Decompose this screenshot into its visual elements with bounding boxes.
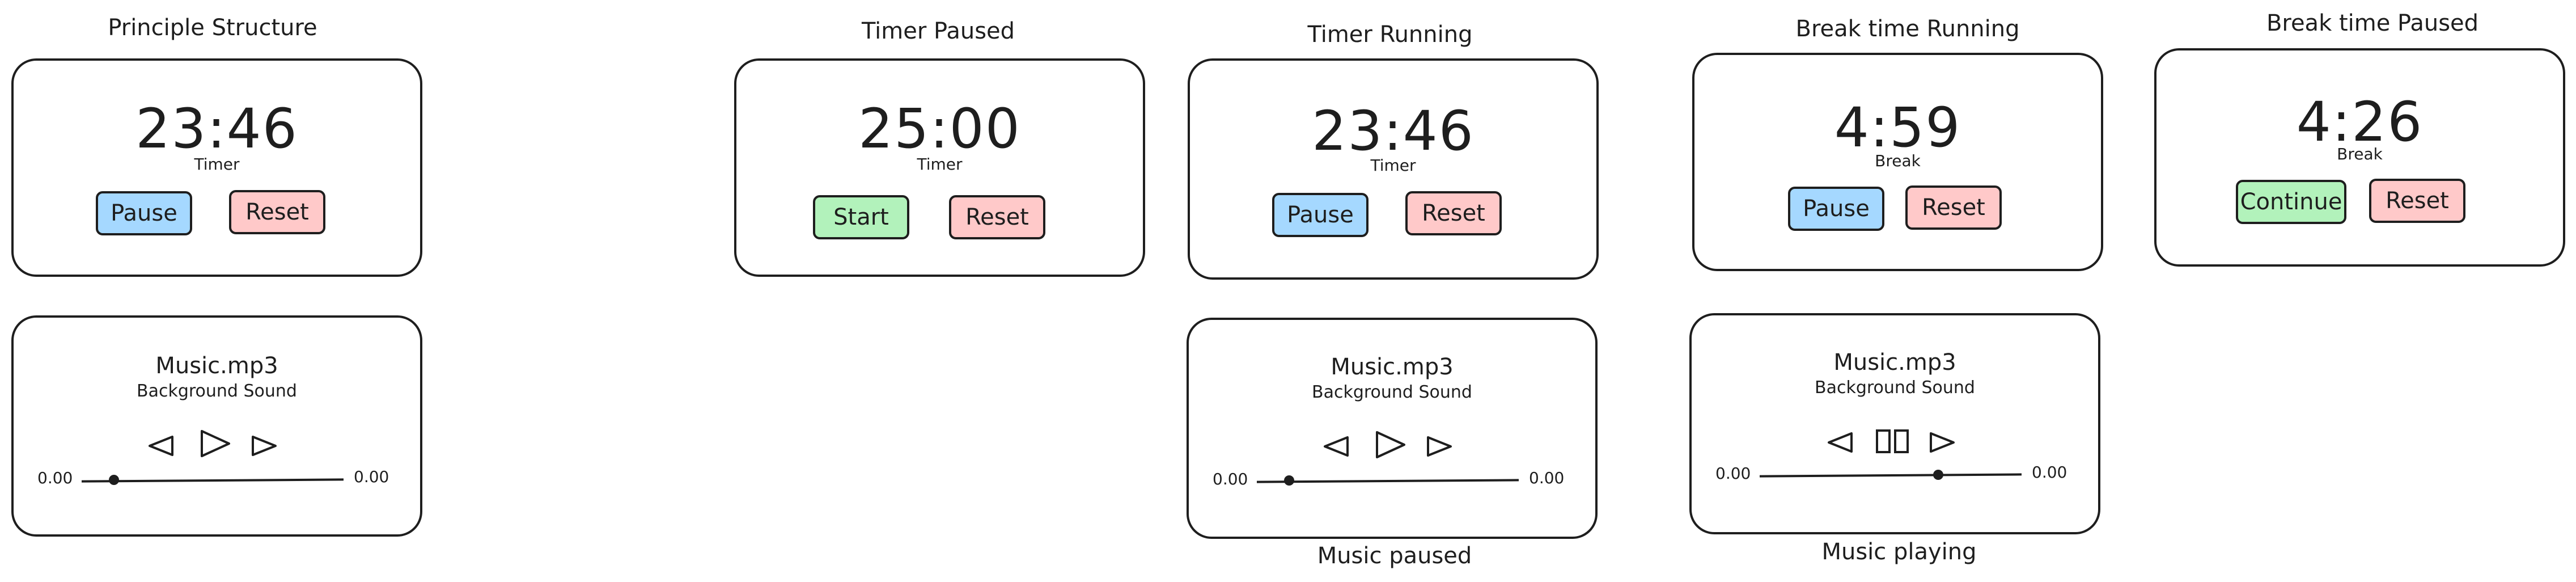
total-time: 0.00	[354, 467, 389, 486]
play-icon[interactable]	[1376, 431, 1405, 458]
timer-display: 4:26	[2296, 90, 2424, 154]
track-subtitle: Background Sound	[1312, 382, 1472, 402]
timer-card: 23:46 Timer Pause Reset	[1188, 58, 1599, 280]
music-state-caption: Music playing	[1821, 539, 1977, 565]
track-subtitle: Background Sound	[137, 381, 297, 401]
pause-button[interactable]: Pause	[1788, 187, 1884, 231]
next-icon[interactable]	[1930, 432, 1955, 453]
start-button[interactable]: Start	[813, 195, 909, 239]
continue-button[interactable]: Continue	[2236, 180, 2346, 224]
current-time: 0.00	[1213, 470, 1248, 488]
current-time: 0.00	[1715, 464, 1751, 483]
timer-display: 25:00	[858, 97, 1021, 161]
reset-button[interactable]: Reset	[229, 190, 325, 234]
previous-icon[interactable]	[149, 436, 173, 456]
timer-card: 4:26 Break Continue Reset	[2154, 48, 2565, 267]
progress-track[interactable]	[1759, 473, 2022, 478]
music-player-card: Music.mp3 Background Sound 0.00 0.00	[1187, 318, 1598, 539]
timer-card: 4:59 Break Pause Reset	[1692, 53, 2103, 271]
timer-label: Timer	[917, 155, 963, 174]
panel-heading-break-paused: Break time Paused	[2266, 10, 2479, 36]
progress-track[interactable]	[1256, 479, 1519, 483]
pause-button[interactable]: Pause	[1272, 193, 1368, 237]
progress-knob[interactable]	[1933, 470, 1943, 480]
reset-button[interactable]: Reset	[1405, 191, 1502, 235]
pause-icon[interactable]	[1875, 429, 1909, 454]
progress-knob[interactable]	[1284, 475, 1294, 486]
play-icon[interactable]	[201, 430, 230, 457]
total-time: 0.00	[2032, 463, 2067, 482]
previous-icon[interactable]	[1324, 436, 1349, 457]
timer-display: 23:46	[135, 97, 298, 161]
reset-button[interactable]: Reset	[949, 195, 1045, 239]
total-time: 0.00	[1529, 469, 1565, 487]
track-subtitle: Background Sound	[1815, 378, 1975, 398]
timer-label: Break	[1875, 151, 1921, 170]
track-title: Music.mp3	[1331, 354, 1454, 380]
music-player-card: Music.mp3 Background Sound 0.00 0.00	[11, 315, 422, 537]
timer-label: Timer	[1370, 156, 1416, 175]
previous-icon[interactable]	[1828, 432, 1853, 453]
progress-knob[interactable]	[109, 475, 119, 485]
pause-button[interactable]: Pause	[96, 191, 192, 235]
panel-heading-principle-structure: Principle Structure	[108, 15, 317, 41]
current-time: 0.00	[37, 469, 73, 487]
timer-card: 25:00 Timer Start Reset	[734, 58, 1145, 277]
panel-heading-break-running: Break time Running	[1795, 16, 2020, 42]
timer-display: 23:46	[1312, 99, 1475, 163]
reset-button[interactable]: Reset	[2369, 179, 2465, 223]
timer-card: 23:46 Timer Pause Reset	[11, 58, 422, 277]
track-title: Music.mp3	[155, 353, 278, 379]
timer-display: 4:59	[1834, 96, 1961, 159]
next-icon[interactable]	[1427, 436, 1452, 457]
panel-heading-timer-paused: Timer Paused	[861, 18, 1015, 44]
panel-heading-timer-running: Timer Running	[1307, 22, 1473, 48]
music-state-caption: Music paused	[1317, 543, 1472, 569]
next-icon[interactable]	[252, 436, 277, 456]
progress-track[interactable]	[81, 478, 344, 483]
track-title: Music.mp3	[1833, 349, 1956, 376]
music-player-card: Music.mp3 Background Sound 0.00 0.00	[1689, 313, 2100, 534]
timer-label: Break	[2337, 145, 2383, 163]
timer-label: Timer	[194, 155, 240, 174]
reset-button[interactable]: Reset	[1905, 185, 2002, 230]
